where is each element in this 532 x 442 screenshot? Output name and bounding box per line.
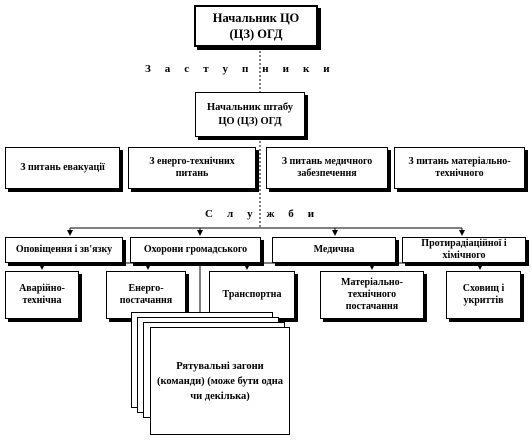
deputy-text-3: З питань медичного забезпечення: [281, 156, 373, 179]
deputy-box-2: З енерго-технічних питань: [128, 147, 256, 189]
staff-head-text: Начальник штабу ЦО (ЦЗ) ОГД: [207, 101, 293, 127]
services-label: Служби: [205, 208, 329, 220]
service-box-3: Медична: [272, 237, 396, 263]
rescue-box: Рятувальні загони (команди) (може бути о…: [150, 327, 290, 435]
deputies-label: Заступники: [145, 63, 344, 75]
head-box: Начальник ЦО (ЦЗ) ОГД: [194, 5, 318, 47]
subservice-text-2: Енерго-постачання: [119, 283, 173, 306]
subservice-text-3: Транспортна: [222, 289, 282, 300]
head-text: Начальник ЦО (ЦЗ) ОГД: [212, 11, 300, 41]
service-text-3: Медична: [313, 244, 355, 255]
rescue-text: Рятувальні загони (команди) (може бути о…: [156, 360, 284, 402]
subservice-text-4: Матеріально-технічного постачання: [341, 277, 403, 312]
staff-head-box: Начальник штабу ЦО (ЦЗ) ОГД: [195, 92, 305, 137]
deputy-text-1: З питань евакуації: [20, 162, 105, 173]
service-text-1: Оповіщення і зв'язку: [15, 244, 113, 255]
subservice-box-4: Матеріально-технічного постачання: [320, 271, 424, 319]
deputy-box-1: З питань евакуації: [5, 147, 120, 189]
subservice-text-1: Аварійно-технічна: [19, 283, 65, 306]
subservice-box-5: Сховищ і укриттів: [446, 271, 521, 319]
service-box-4: Протирадіаційної і хімічного: [402, 237, 526, 263]
subservice-box-1: Аварійно-технічна: [5, 271, 79, 319]
deputy-text-2: З енерго-технічних питань: [149, 156, 235, 179]
subservice-text-5: Сховищ і укриттів: [462, 283, 505, 306]
service-text-4: Протирадіаційної і хімічного: [421, 238, 507, 261]
service-box-1: Оповіщення і зв'язку: [5, 237, 123, 263]
deputy-box-4: З питань матеріально-технічного: [394, 147, 525, 189]
deputy-text-4: З питань матеріально-технічного: [408, 156, 511, 179]
service-text-2: Охорони громадського: [143, 244, 248, 255]
deputy-box-3: З питань медичного забезпечення: [266, 147, 388, 189]
service-box-2: Охорони громадського: [130, 237, 261, 263]
